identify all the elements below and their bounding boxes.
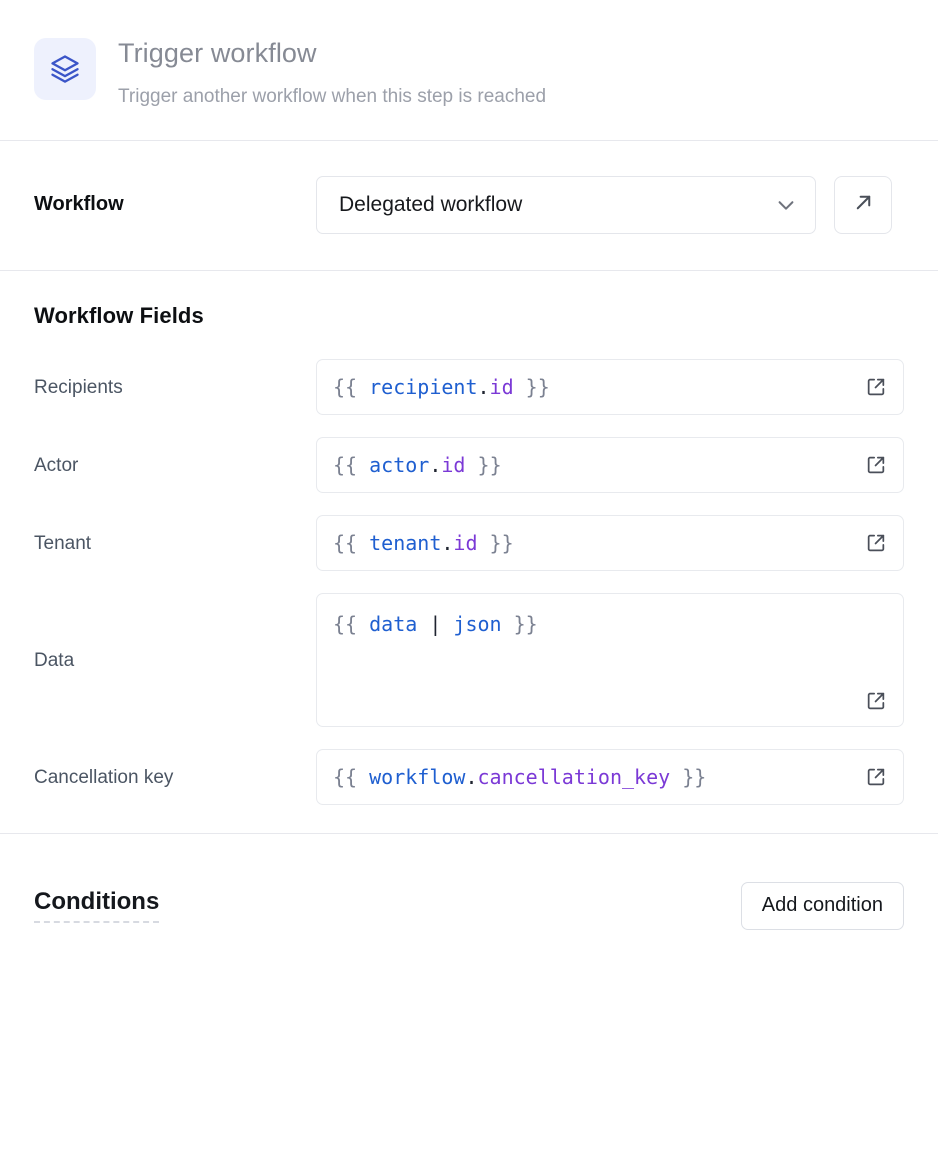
field-row: Tenant {{ tenant.id }} (34, 514, 904, 571)
field-label: Data (34, 649, 75, 671)
liquid-template-input[interactable]: {{ tenant.id }} (316, 514, 904, 571)
field-label: Actor (34, 454, 79, 476)
external-link-icon[interactable] (863, 688, 889, 714)
conditions-title: Conditions (34, 888, 160, 923)
step-header-text: Trigger workflow Trigger another workflo… (118, 34, 546, 110)
field-row: Data {{ data | json }} (34, 592, 904, 727)
page-subtitle: Trigger another workflow when this step … (118, 86, 547, 108)
template-value: {{ recipient.id }} (333, 374, 550, 399)
field-row: Cancellation key {{ workflow.cancellation… (34, 748, 904, 805)
field-row: Recipients {{ recipient.id }} (34, 358, 904, 415)
workflow-fields-list: Recipients {{ recipient.id }} Actor {{ acto… (34, 358, 904, 805)
template-value: {{ workflow.cancellation_key }} (333, 764, 707, 789)
conditions-section: Conditions Add condition (0, 834, 938, 1164)
field-label: Cancellation key (34, 766, 174, 788)
field-label: Tenant (34, 532, 92, 554)
liquid-template-input[interactable]: {{ workflow.cancellation_key }} (316, 748, 904, 805)
template-value: {{ tenant.id }} (333, 530, 514, 555)
workflow-fields-section: Workflow Fields Recipients {{ recipient.i… (0, 271, 938, 833)
workflow-fields-heading: Workflow Fields (34, 302, 204, 328)
divider-header (0, 139, 938, 141)
field-row: Actor {{ actor.id }} (34, 436, 904, 493)
liquid-template-input[interactable]: {{ actor.id }} (316, 436, 904, 493)
liquid-template-input[interactable]: {{ data | json }} (316, 592, 904, 727)
divider-workflow (0, 269, 938, 271)
workflow-select-value: Delegated workflow (339, 192, 523, 216)
template-value: {{ data | json }} (333, 611, 538, 636)
field-label: Recipients (34, 376, 123, 398)
add-condition-button[interactable]: Add condition (740, 881, 904, 930)
workflow-section: Workflow Delegated workflow (0, 141, 938, 270)
template-value: {{ actor.id }} (333, 452, 502, 477)
external-link-icon[interactable] (863, 374, 889, 400)
chevron-down-icon (775, 194, 797, 216)
open-workflow-button[interactable] (834, 175, 892, 234)
step-header: Trigger workflow Trigger another workflo… (0, 0, 938, 140)
layers-stack-icon (34, 38, 96, 100)
divider-fields (0, 832, 938, 834)
external-link-icon[interactable] (863, 530, 889, 556)
workflow-select[interactable]: Delegated workflow (316, 175, 816, 234)
arrow-up-right-icon (852, 191, 875, 219)
page-title: Trigger workflow (118, 38, 317, 68)
external-link-icon[interactable] (863, 764, 889, 790)
liquid-template-input[interactable]: {{ recipient.id }} (316, 358, 904, 415)
external-link-icon[interactable] (863, 452, 889, 478)
workflow-label: Workflow (34, 193, 124, 216)
